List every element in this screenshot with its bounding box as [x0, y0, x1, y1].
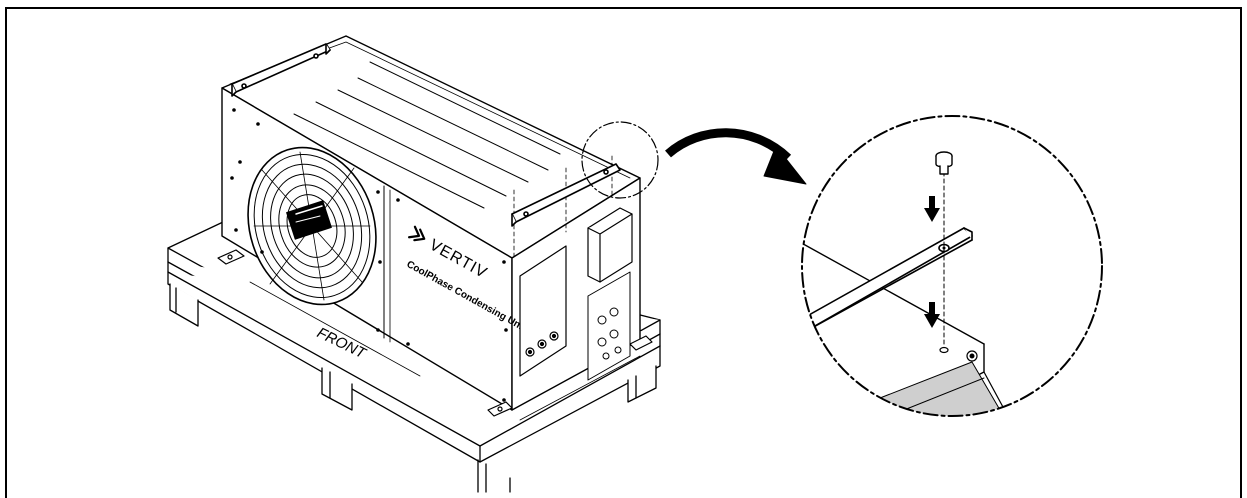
refrigerant-connections	[587, 271, 631, 381]
pallet-clips	[217, 249, 653, 417]
arrow-down-icon	[924, 302, 940, 328]
panel-screws	[230, 108, 508, 402]
electrical-box	[587, 207, 633, 283]
fan-assembly	[247, 146, 377, 306]
detail-callout-circle-small	[581, 121, 659, 199]
arrow-down-icon	[924, 196, 940, 222]
top-rear-bracket	[231, 43, 331, 97]
vertiv-chevron-logo-icon	[407, 225, 426, 242]
detail-view	[802, 151, 1011, 416]
mounting-bracket-detail	[802, 227, 973, 339]
electrical-panel	[519, 245, 567, 377]
mounting-bolt	[935, 151, 953, 175]
detail-callout-circle-large	[801, 115, 1103, 417]
figure-frame	[5, 7, 1242, 498]
fan-hub-label	[286, 200, 332, 240]
top-side-bracket	[511, 163, 621, 227]
curved-arrow-right-icon	[665, 128, 807, 185]
